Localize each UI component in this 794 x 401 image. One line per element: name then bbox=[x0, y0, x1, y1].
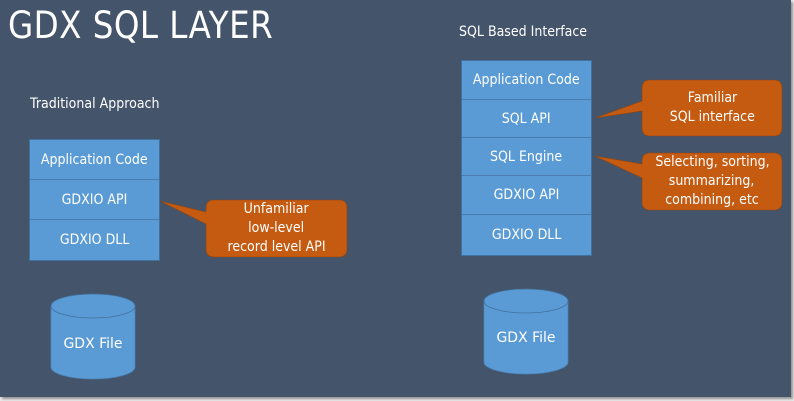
callout-line: Unfamiliar bbox=[243, 201, 310, 217]
layer-label: SQL API bbox=[502, 110, 551, 127]
layer-gdxio-api: GDXIO API bbox=[30, 180, 159, 220]
callout-line: Familiar bbox=[687, 90, 737, 106]
layer-gdxio-dll: GDXIO DLL bbox=[462, 215, 591, 255]
callout-familiar-sql bbox=[594, 79, 783, 137]
traditional-heading: Traditional Approach bbox=[30, 96, 160, 112]
layer-application-code: Application Code bbox=[462, 61, 591, 100]
layer-label: GDXIO DLL bbox=[59, 232, 130, 248]
callout-sql-engine-features bbox=[594, 152, 783, 211]
gdx-file-cylinder-left bbox=[50, 293, 136, 380]
callout-line: combining, etc bbox=[665, 192, 759, 208]
layer-gdxio-api: GDXIO API bbox=[462, 176, 591, 215]
layer-gdxio-dll: GDXIO DLL bbox=[30, 220, 159, 260]
gdx-file-cylinder-right bbox=[483, 288, 569, 375]
layer-label: Application Code bbox=[41, 151, 148, 168]
callout-unfamiliar-api-text: Unfamiliar low-level record level API bbox=[206, 200, 347, 257]
layer-application-code: Application Code bbox=[30, 140, 159, 180]
layer-label: GDXIO API bbox=[493, 187, 560, 203]
layer-label: GDXIO API bbox=[61, 191, 128, 208]
callout-line: summarizing, bbox=[669, 173, 755, 189]
layer-label: SQL Engine bbox=[490, 148, 563, 165]
layer-label: Application Code bbox=[473, 72, 580, 88]
sql-layer-stack: Application Code SQL API SQL Engine GDXI… bbox=[461, 60, 592, 256]
callout-line: low-level bbox=[248, 220, 305, 236]
callout-familiar-sql-text: Familiar SQL interface bbox=[642, 80, 782, 136]
layer-sql-api: SQL API bbox=[462, 100, 591, 138]
traditional-layer-stack: Application Code GDXIO API GDXIO DLL bbox=[29, 139, 160, 261]
callout-unfamiliar-api bbox=[159, 199, 348, 258]
gdx-file-label-left: GDX File bbox=[63, 336, 123, 352]
callout-line: SQL interface bbox=[669, 109, 755, 125]
callout-sql-engine-features-text: Selecting, sorting, summarizing, combini… bbox=[642, 153, 782, 210]
layer-sql-engine: SQL Engine bbox=[462, 138, 591, 176]
slide-title: GDX SQL LAYER bbox=[8, 4, 274, 47]
callout-line: record level API bbox=[227, 239, 326, 255]
gdx-file-label-right: GDX File bbox=[496, 330, 556, 346]
layer-label: GDXIO DLL bbox=[491, 227, 562, 243]
sql-based-heading: SQL Based Interface bbox=[459, 24, 588, 40]
callout-line: Selecting, sorting, bbox=[654, 154, 770, 170]
